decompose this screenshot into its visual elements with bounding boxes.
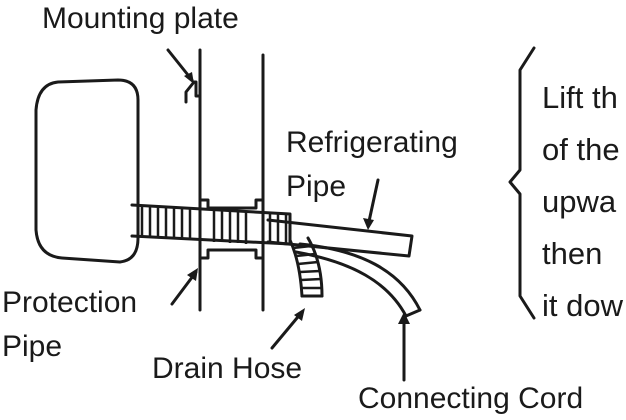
- instruction-line: then: [542, 236, 603, 271]
- label-protection-pipe-line2: Pipe: [2, 330, 63, 363]
- label-refrigerating-pipe-line2: Pipe: [286, 170, 347, 203]
- mounting-plate: [184, 80, 202, 104]
- instruction-line: of the: [542, 132, 620, 167]
- label-connecting-cord: Connecting Cord: [358, 382, 584, 415]
- protection-pipe: [130, 203, 292, 246]
- instruction-text: Lift th of the upwa then it dow: [542, 72, 626, 322]
- label-refrigerating-pipe-line1: Refrigerating: [286, 126, 458, 159]
- connecting-cord-end: [404, 308, 422, 318]
- label-drain-hose: Drain Hose: [152, 352, 303, 385]
- drain-hose-outline-right: [306, 236, 324, 298]
- instruction-bracket: [508, 46, 536, 320]
- label-mounting-plate: Mounting plate: [42, 2, 239, 35]
- connecting-cord-line-a: [298, 242, 422, 312]
- label-protection-pipe-line1: Protection: [2, 286, 138, 319]
- connecting-cord-line-b: [294, 250, 408, 318]
- wall-opening-bottom: [198, 248, 265, 260]
- leader-drain-hose: [270, 310, 304, 350]
- instruction-line: Lift th: [542, 80, 618, 115]
- wall-opening-top: [198, 198, 265, 210]
- indoor-unit: [34, 78, 140, 264]
- drain-hose-outline-left: [288, 238, 304, 298]
- leader-refrigerating-pipe: [366, 178, 380, 228]
- instruction-line: upwa: [542, 184, 617, 219]
- instruction-line: it dow: [542, 288, 623, 322]
